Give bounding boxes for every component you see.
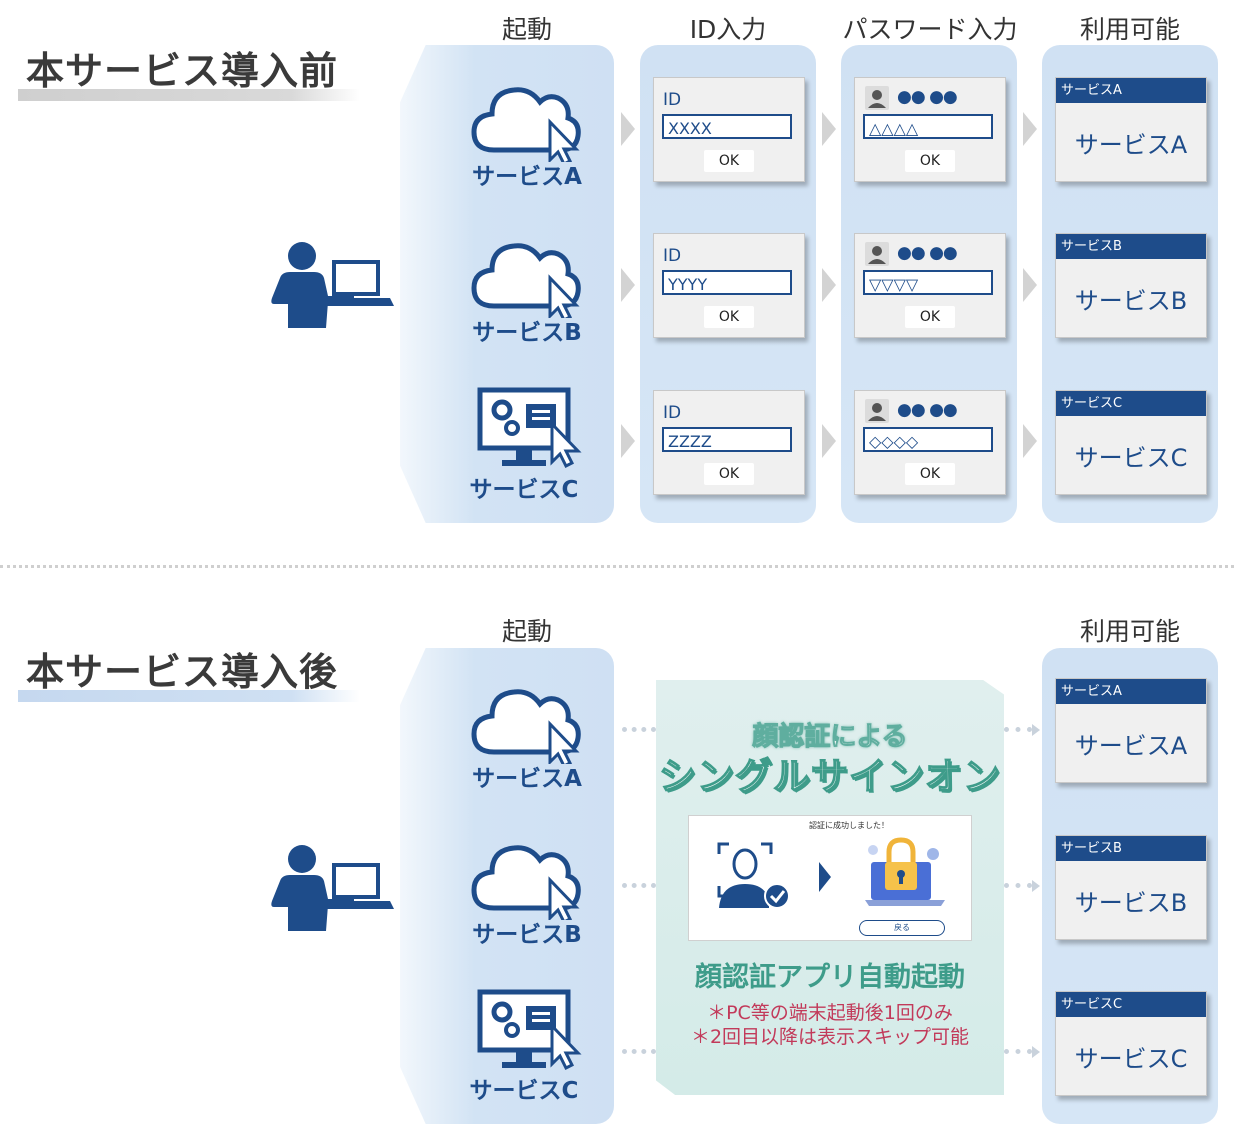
service-window-a[interactable]: サービスA サービスA (1055, 77, 1207, 182)
id-label: ID (663, 246, 682, 266)
arrow-right-icon (1032, 1046, 1040, 1058)
arrow-right-icon (822, 268, 836, 302)
lock-laptop-icon (865, 837, 945, 906)
window-service-name: サービスB (1074, 889, 1188, 917)
password-input[interactable]: ◇◇◇◇ (863, 427, 993, 452)
cloud-icon (471, 87, 581, 162)
column-header-available: 利用可能 (1079, 617, 1180, 646)
service-window-c[interactable]: サービスC サービスC (1055, 390, 1207, 495)
window-service-name: サービスC (1074, 1045, 1188, 1073)
note-line-1: ＊PC等の端末起動後1回のみ (707, 1002, 953, 1024)
arrow-right-icon (621, 112, 635, 146)
column-header-launch: 起動 (501, 15, 552, 44)
dotted-connector (1004, 883, 1032, 888)
monitor-gear-icon (477, 387, 582, 469)
id-login-card: ID YYYY OK (653, 233, 805, 338)
arrow-right-icon (819, 862, 831, 892)
window-title-bar: サービスB (1056, 836, 1206, 861)
id-input[interactable]: ZZZZ (662, 427, 792, 452)
section-title-after: 本サービス導入後 (18, 641, 360, 702)
ok-button[interactable]: OK (704, 463, 754, 485)
arrow-right-icon (621, 424, 635, 458)
arrow-right-icon (621, 268, 635, 302)
column-header-launch: 起動 (501, 617, 552, 646)
id-input[interactable]: YYYY (662, 270, 792, 295)
ok-button[interactable]: OK (905, 463, 955, 485)
arrow-right-icon (1023, 268, 1037, 302)
face-scan-icon (717, 842, 790, 909)
password-dots: ●● ●● (897, 87, 958, 107)
back-button[interactable]: 戻る (859, 920, 945, 936)
ok-button[interactable]: OK (905, 150, 955, 172)
section-title-before: 本サービス導入前 (18, 40, 360, 101)
password-input[interactable]: ▽▽▽▽ (863, 270, 993, 295)
service-label-c: サービスC (469, 1078, 579, 1104)
cloud-icon (471, 243, 581, 318)
arrow-right-icon (1023, 424, 1037, 458)
monitor-gear-icon (477, 989, 582, 1071)
sso-subtitle: 顔認証による (752, 722, 908, 753)
ok-button[interactable]: OK (704, 306, 754, 328)
window-service-name: サービスA (1074, 732, 1188, 760)
user-icon (865, 399, 889, 423)
arrow-right-icon (822, 424, 836, 458)
user-icon (865, 86, 889, 110)
face-auth-screen: 認証に成功しました！ 戻る (688, 815, 972, 941)
password-dots: ●● ●● (897, 243, 958, 263)
window-title-bar: サービスC (1056, 391, 1206, 416)
user-icon (865, 242, 889, 266)
dotted-connector (1004, 727, 1032, 732)
cloud-icon (471, 845, 581, 920)
password-login-card: ●● ●● ◇◇◇◇ OK (854, 390, 1006, 495)
window-title-bar: サービスC (1056, 992, 1206, 1017)
auth-success-caption: 認証に成功しました！ (809, 821, 889, 830)
id-login-card: ID ZZZZ OK (653, 390, 805, 495)
dotted-connector (622, 883, 656, 888)
service-label-a: サービスA (472, 164, 582, 190)
dotted-connector (1004, 1049, 1032, 1054)
service-window-b[interactable]: サービスB サービスB (1055, 233, 1207, 338)
window-title-bar: サービスB (1056, 234, 1206, 259)
column-header-available: 利用可能 (1079, 15, 1180, 44)
arrow-right-icon (1023, 112, 1037, 146)
auto-launch-text: 顔認証アプリ自動起動 (695, 962, 965, 993)
column-header-id-input: ID入力 (689, 15, 767, 44)
password-input[interactable]: △△△△ (863, 114, 993, 139)
service-label-b: サービスB (472, 922, 582, 948)
window-title-bar: サービスA (1056, 679, 1206, 704)
window-service-name: サービスA (1074, 131, 1188, 159)
service-label-a: サービスA (472, 766, 582, 792)
column-header-password-input: パスワード入力 (842, 15, 1018, 44)
id-label: ID (663, 403, 682, 423)
cloud-icon (471, 689, 581, 764)
window-service-name: サービスC (1074, 444, 1188, 472)
user-pc-icon (271, 845, 394, 931)
id-login-card: ID XXXX OK (653, 77, 805, 182)
service-label-c: サービスC (469, 477, 579, 503)
sso-title: シングルサインオン (658, 754, 1001, 799)
dotted-connector (622, 1049, 656, 1054)
ok-button[interactable]: OK (905, 306, 955, 328)
id-label: ID (663, 90, 682, 110)
service-label-b: サービスB (472, 320, 582, 346)
window-service-name: サービスB (1074, 287, 1188, 315)
id-input[interactable]: XXXX (662, 114, 792, 139)
service-window-b[interactable]: サービスB サービスB (1055, 835, 1207, 940)
password-dots: ●● ●● (897, 400, 958, 420)
dotted-connector (622, 727, 656, 732)
password-login-card: ●● ●● ▽▽▽▽ OK (854, 233, 1006, 338)
arrow-right-icon (822, 112, 836, 146)
user-pc-icon (271, 242, 394, 328)
password-login-card: ●● ●● △△△△ OK (854, 77, 1006, 182)
arrow-right-icon (1032, 880, 1040, 892)
ok-button[interactable]: OK (704, 150, 754, 172)
service-window-a[interactable]: サービスA サービスA (1055, 678, 1207, 783)
window-title-bar: サービスA (1056, 78, 1206, 103)
section-divider (0, 565, 1234, 568)
arrow-right-icon (1032, 724, 1040, 736)
note-line-2: ＊2回目以降は表示スキップ可能 (690, 1026, 970, 1048)
service-window-c[interactable]: サービスC サービスC (1055, 991, 1207, 1096)
